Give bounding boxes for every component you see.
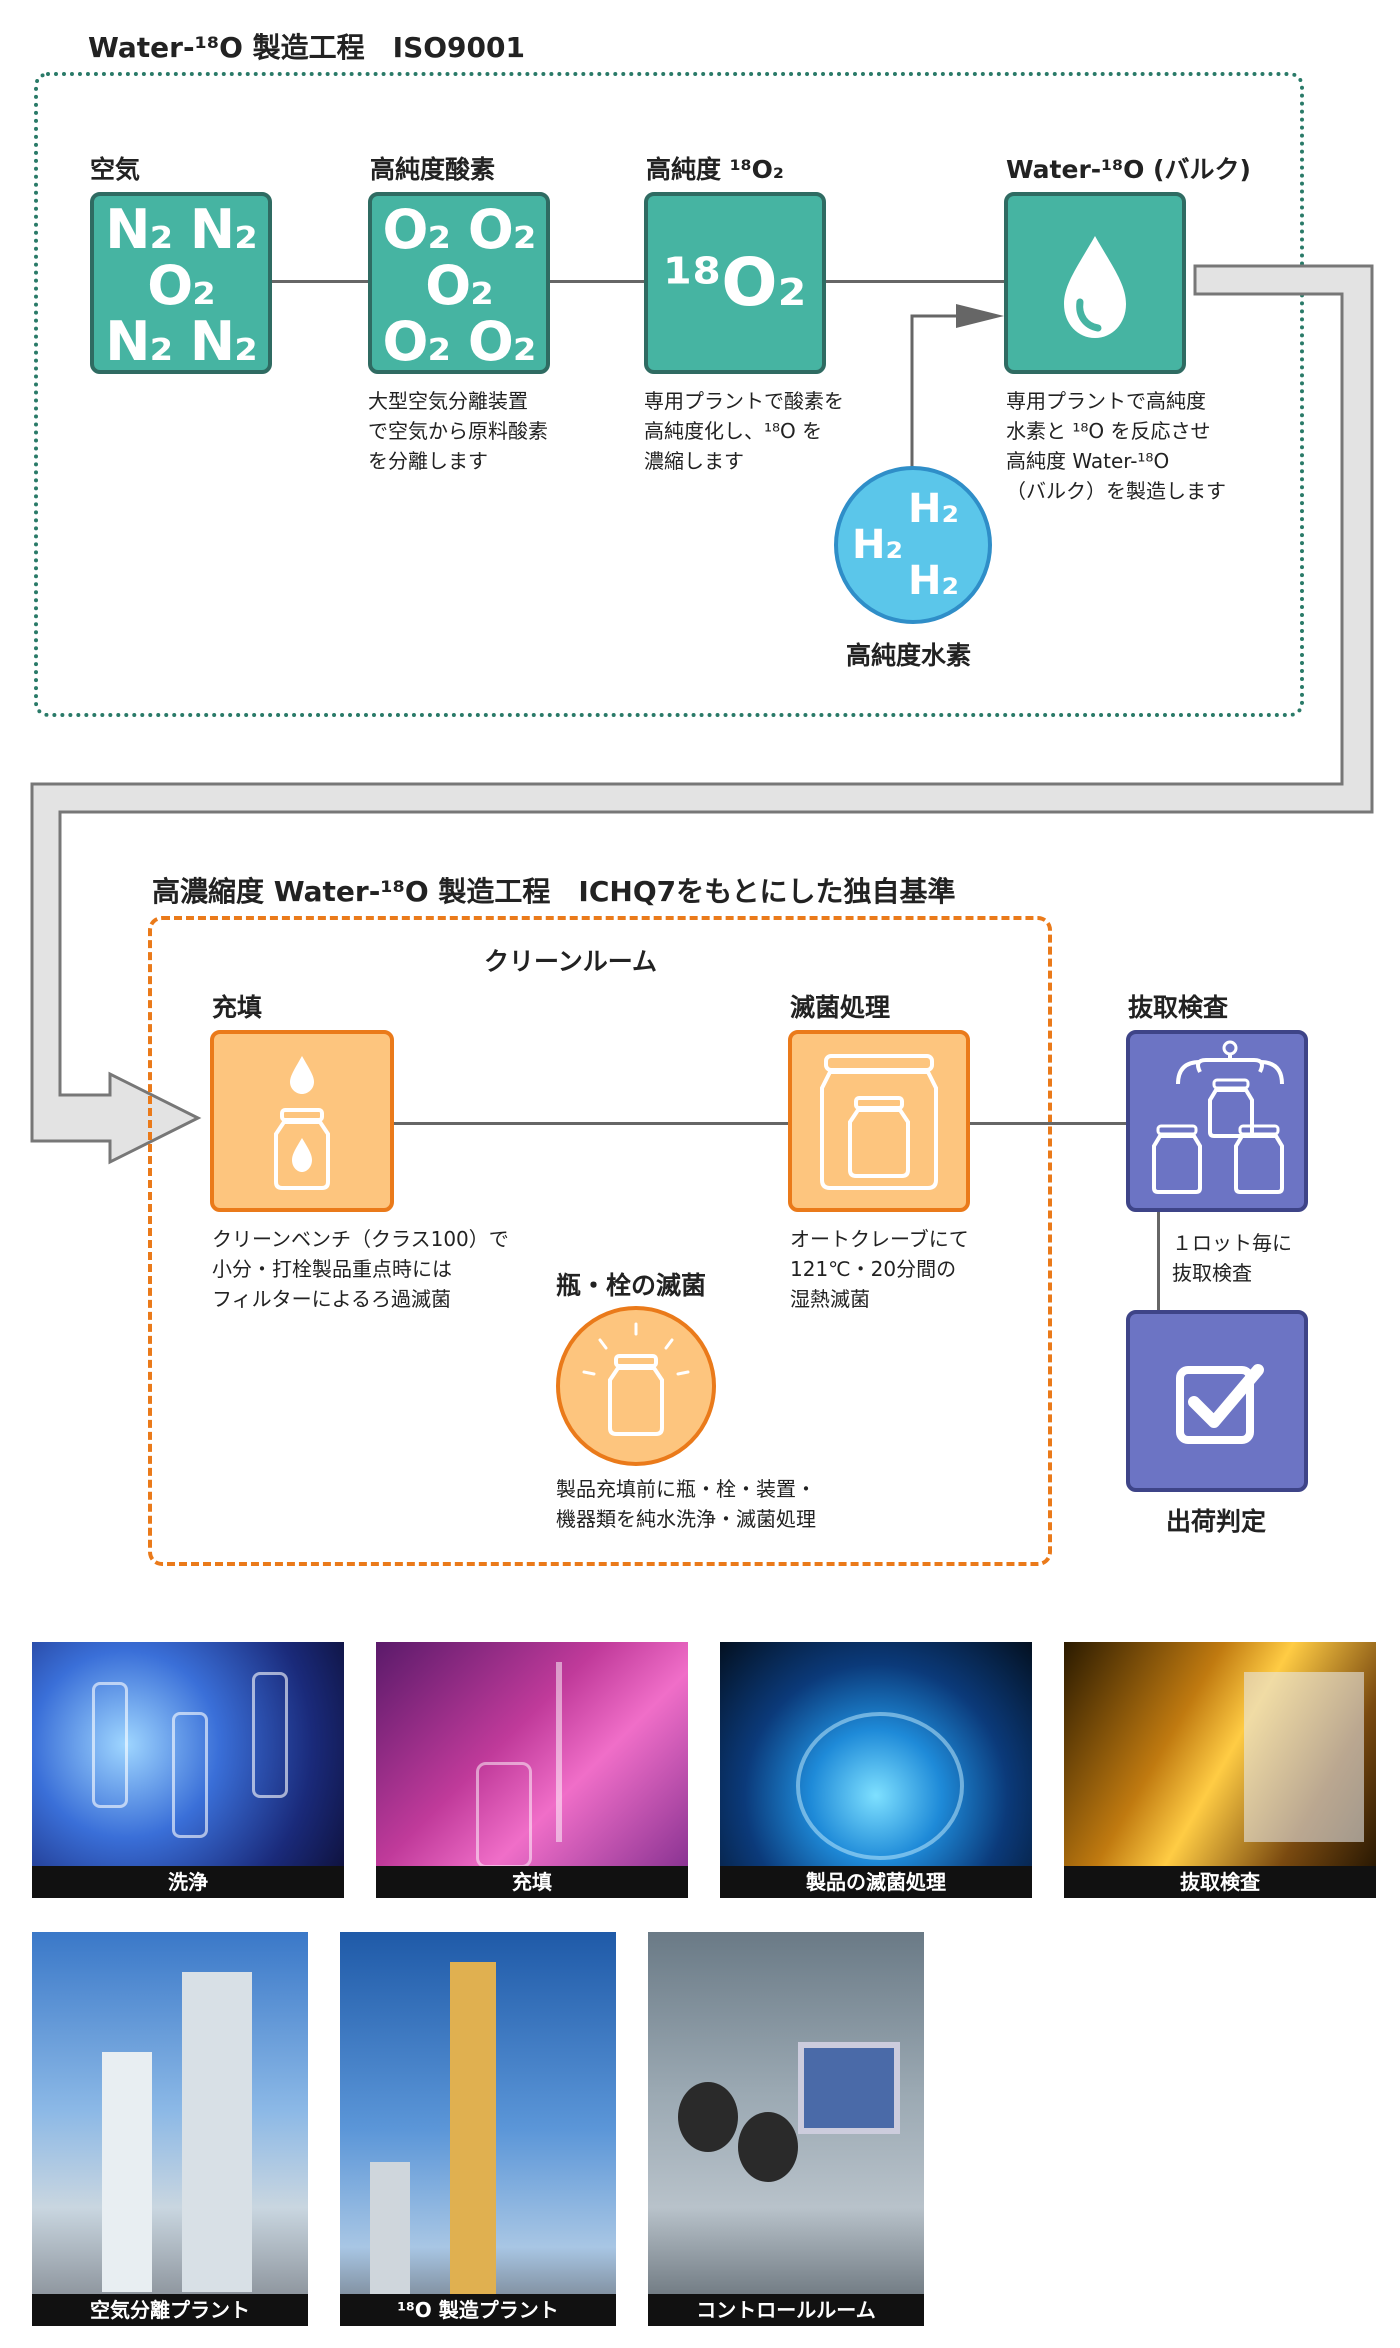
air-box: N₂ N₂ O₂ N₂ N₂ — [90, 192, 272, 374]
bottle-sterilize-label: 瓶・栓の滅菌 — [556, 1271, 707, 1300]
photo-caption: 充填 — [376, 1866, 688, 1898]
checkbox-check-icon — [1176, 1364, 1264, 1444]
water-bulk-desc: 専用プラントで高純度 水素と ¹⁸O を反応させ 高純度 Water-¹⁸O （… — [1006, 389, 1226, 503]
18o2-box: ¹⁸O₂ — [644, 192, 826, 374]
section2-title: 高濃縮度 Water-¹⁸O 製造工程 ICHQ7をもとにした独自基準 — [152, 875, 956, 908]
molecule-row: O₂ O₂ — [382, 198, 537, 261]
photo-washing: 洗浄 — [32, 1642, 344, 1898]
molecule-row: O₂ O₂ — [382, 310, 537, 373]
bottle-sterilize-circle — [556, 1306, 716, 1466]
photo-18o-plant: ¹⁸O 製造プラント — [340, 1932, 616, 2326]
oxygen-box: O₂ O₂ O₂ O₂ O₂ — [368, 192, 550, 374]
photo-caption: 製品の滅菌処理 — [720, 1866, 1032, 1898]
cleanroom-frame — [148, 916, 1052, 1566]
filling-bottle-icon — [274, 1056, 330, 1190]
connector-line — [1157, 1210, 1160, 1314]
hydrogen-label: 高純度水素 — [846, 641, 972, 670]
shipment-label: 出荷判定 — [1166, 1507, 1267, 1536]
shipment-box — [1126, 1310, 1308, 1492]
molecule-row: O₂ — [147, 254, 216, 317]
molecule-row: N₂ N₂ — [105, 198, 258, 261]
cleanroom-label: クリーンルーム — [484, 947, 658, 976]
fill-box — [210, 1030, 394, 1212]
sterilize-label: 滅菌処理 — [790, 993, 891, 1022]
sterilize-desc: オートクレーブにて 121℃・20分間の 湿熱滅菌 — [790, 1227, 969, 1311]
connector-line — [270, 280, 370, 283]
hydrogen-molecule: H₂ — [908, 558, 959, 604]
photo-control-room: コントロールルーム — [648, 1932, 924, 2326]
step-label-water-bulk: Water-¹⁸O (バルク) — [1006, 155, 1251, 184]
flow-arrow — [30, 264, 1374, 1165]
connector-line — [548, 280, 646, 283]
bottle-sterilize-desc: 製品充填前に瓶・栓・装置・ 機器類を純水洗浄・滅菌処理 — [556, 1477, 816, 1531]
photo-caption: 洗浄 — [32, 1866, 344, 1898]
connector-line — [968, 1122, 1130, 1125]
inspection-label: 抜取検査 — [1128, 993, 1229, 1022]
sterilize-box — [788, 1030, 970, 1212]
step-label-air: 空気 — [90, 155, 141, 184]
sampling-bottles-icon — [1152, 1040, 1284, 1194]
hydrogen-molecule: H₂ — [908, 486, 959, 532]
sterilized-bottle-icon — [582, 1322, 690, 1436]
fill-desc: クリーンベンチ（クラス100）で 小分・打栓製品重点時には フィルターによるろ過… — [212, 1227, 509, 1311]
photo-caption: ¹⁸O 製造プラント — [340, 2294, 616, 2326]
inspection-box — [1126, 1030, 1308, 1212]
iso-process-frame — [34, 72, 1304, 717]
autoclave-jar-icon — [820, 1054, 938, 1190]
water-drop-icon — [1064, 236, 1126, 338]
inspection-desc: １ロット毎に 抜取検査 — [1172, 1231, 1292, 1285]
step-label-oxygen: 高純度酸素 — [370, 155, 496, 184]
section1-title: Water-¹⁸O 製造工程 ISO9001 — [88, 31, 525, 64]
18o2-desc: 専用プラントで酸素を 高純度化し、¹⁸O を 濃縮します — [644, 389, 844, 473]
connector-line — [392, 1122, 790, 1125]
hydrogen-arrow — [910, 304, 1004, 470]
photo-caption: 空気分離プラント — [32, 2294, 308, 2326]
water-bulk-box — [1004, 192, 1186, 374]
photo-sampling-inspection: 抜取検査 — [1064, 1642, 1376, 1898]
molecule-18o2: ¹⁸O₂ — [663, 244, 807, 321]
photo-air-separation-plant: 空気分離プラント — [32, 1932, 308, 2326]
step-label-18o2: 高純度 ¹⁸O₂ — [646, 155, 784, 184]
fill-label: 充填 — [212, 993, 263, 1022]
photo-filling: 充填 — [376, 1642, 688, 1898]
photo-product-sterilization: 製品の滅菌処理 — [720, 1642, 1032, 1898]
molecule-row: N₂ N₂ — [105, 310, 258, 373]
connector-line — [824, 280, 1006, 283]
hydrogen-circle: H₂ H₂ H₂ — [834, 466, 992, 624]
photo-caption: 抜取検査 — [1064, 1866, 1376, 1898]
hydrogen-molecule: H₂ — [852, 522, 903, 568]
photo-caption: コントロールルーム — [648, 2294, 924, 2326]
oxygen-desc: 大型空気分離装置 で空気から原料酸素 を分離します — [368, 389, 548, 473]
molecule-row: O₂ — [425, 254, 494, 317]
